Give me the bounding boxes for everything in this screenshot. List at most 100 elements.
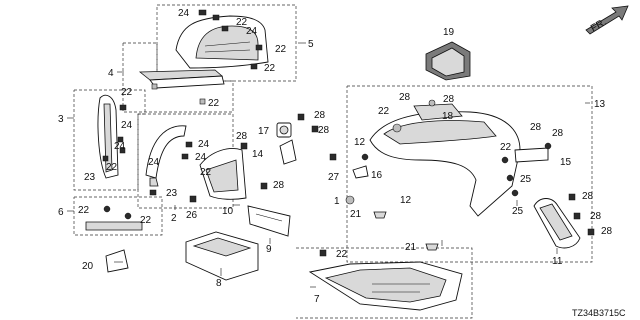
clip-icon (428, 99, 436, 107)
callout-28: 28 (601, 226, 613, 237)
clip-icon (124, 212, 132, 220)
callout-labels: 1 2 3 4 5 6 7 8 9 10 11 12 12 13 14 15 1… (58, 8, 613, 305)
callout-22: 22 (264, 63, 276, 74)
part-17-lock-assembly (276, 113, 319, 165)
callout-24: 24 (198, 139, 210, 150)
callout-22: 22 (275, 44, 287, 55)
callout-28: 28 (399, 92, 411, 103)
callout-21a: 21 (350, 209, 362, 220)
callout-18: 18 (442, 111, 454, 122)
clip-icon (185, 141, 193, 148)
clip-icon (221, 25, 229, 32)
fastener-21-upper (373, 211, 387, 219)
callout-24: 24 (178, 8, 190, 19)
clip-icon (119, 104, 127, 111)
callout-6: 6 (58, 207, 64, 218)
callout-17: 17 (258, 126, 270, 137)
clip-icon (149, 189, 157, 196)
callout-22: 22 (336, 249, 348, 260)
callout-28: 28 (314, 110, 326, 121)
group-6-trim (73, 196, 163, 236)
clip-icon (392, 123, 402, 133)
part-7-under-cover (296, 247, 473, 319)
screw-icon (297, 113, 305, 121)
callout-8: 8 (216, 278, 222, 289)
leader-lines (67, 42, 590, 288)
fastener-22-bottom (319, 249, 327, 257)
callout-22: 22 (140, 215, 152, 226)
callout-12a: 12 (354, 137, 366, 148)
clip-icon (102, 155, 109, 162)
part-19-vent (425, 41, 471, 81)
part-4-cover (122, 42, 234, 113)
callout-19: 19 (443, 27, 455, 38)
fastener-26 (189, 195, 197, 203)
group-3-side-panel (73, 89, 146, 191)
callout-7: 7 (314, 294, 320, 305)
callout-24: 24 (246, 26, 258, 37)
part-10-panel (199, 148, 247, 200)
callout-1: 1 (334, 196, 340, 207)
group-5-meter-visor (156, 4, 297, 82)
clip-icon (506, 174, 514, 182)
clip-icon (151, 83, 158, 90)
clip-icon (117, 136, 124, 143)
callout-28: 28 (582, 191, 594, 202)
callout-15: 15 (560, 157, 572, 168)
callout-22: 22 (106, 162, 118, 173)
fastener-1 (345, 195, 355, 205)
callout-26: 26 (186, 210, 198, 221)
part-11-side-cover (533, 198, 581, 249)
callout-12b: 12 (400, 195, 412, 206)
clip-icon (361, 153, 369, 161)
clip-icon (501, 156, 509, 164)
callout-3: 3 (58, 114, 64, 125)
callout-28: 28 (236, 131, 248, 142)
clip-icon (103, 205, 111, 213)
callout-23: 23 (84, 172, 96, 183)
callout-22: 22 (208, 98, 220, 109)
callout-22: 22 (200, 167, 212, 178)
callout-28: 28 (552, 128, 564, 139)
callout-24: 24 (148, 157, 160, 168)
callout-22: 22 (121, 87, 133, 98)
part-20-pad (105, 249, 129, 273)
clip-icon (250, 63, 258, 70)
group-13-glove-box (346, 85, 593, 263)
callout-5: 5 (308, 39, 314, 50)
callout-28: 28 (590, 211, 602, 222)
callout-14: 14 (252, 149, 264, 160)
callout-2: 2 (171, 213, 177, 224)
callout-4: 4 (108, 68, 114, 79)
callout-23: 23 (166, 188, 178, 199)
fastener-21-lower (425, 243, 439, 251)
callout-28: 28 (318, 125, 330, 136)
part-8-tray (185, 231, 259, 281)
callout-28: 28 (273, 180, 285, 191)
clip-icon (199, 98, 206, 105)
callout-16: 16 (371, 170, 383, 181)
diagram-code: TZ34B3715C (572, 308, 626, 318)
clip-icon (198, 9, 207, 16)
callout-25: 25 (512, 206, 524, 217)
callout-25: 25 (520, 174, 532, 185)
callout-13: 13 (594, 99, 606, 110)
callout-9: 9 (266, 244, 272, 255)
callout-10: 10 (222, 206, 234, 217)
callout-22: 22 (500, 142, 512, 153)
callout-22: 22 (236, 17, 248, 28)
front-direction-arrow: FR. (585, 5, 629, 35)
clip-icon (181, 153, 189, 160)
callout-21b: 21 (405, 242, 417, 253)
callout-28: 28 (530, 122, 542, 133)
callout-28: 28 (443, 94, 455, 105)
clip-icon (212, 14, 220, 21)
callout-20: 20 (82, 261, 94, 272)
callout-24: 24 (114, 141, 126, 152)
callout-24: 24 (121, 120, 133, 131)
clip-icon (544, 142, 552, 150)
fastener-28-misc (240, 142, 595, 236)
clip-icon (119, 147, 126, 154)
callout-22: 22 (78, 205, 90, 216)
